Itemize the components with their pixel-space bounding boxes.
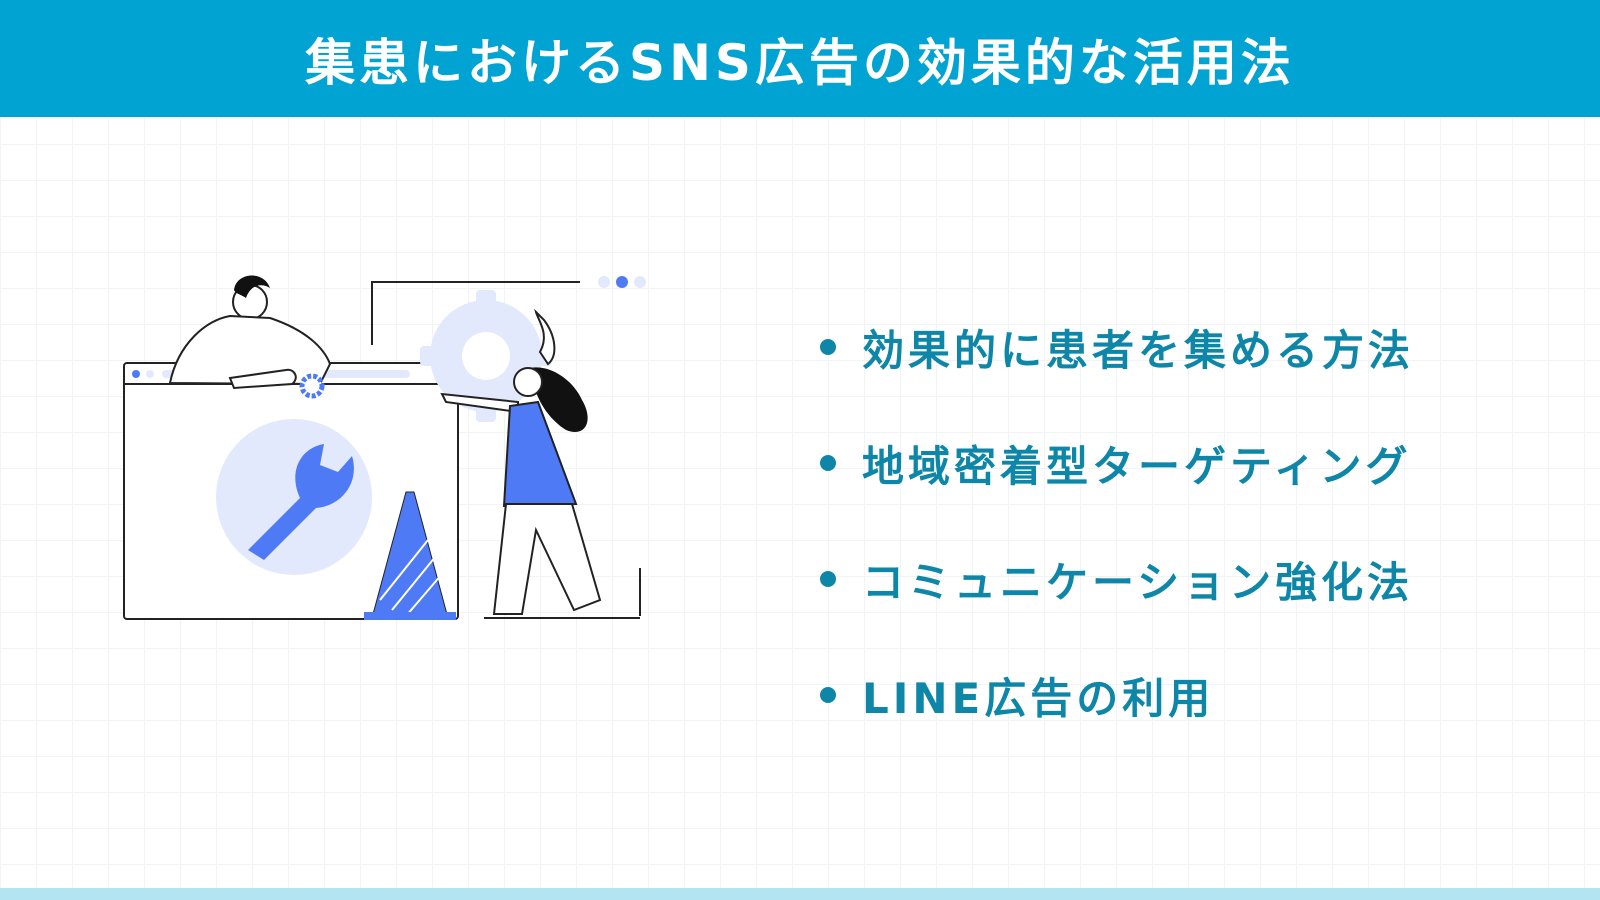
woman-pants: [492, 503, 602, 615]
bullet-text: コミュニケーション強化法: [862, 557, 1414, 607]
man-arm: [228, 368, 297, 390]
bullet-text: 効果的に患者を集める方法: [862, 325, 1415, 375]
wrench-badge: [216, 419, 372, 575]
bullet-dot-icon: [820, 571, 836, 587]
list-item: LINE広告の利用: [820, 660, 1414, 730]
header-bar: 集患におけるSNS広告の効果的な活用法: [0, 0, 1600, 117]
list-item: コミュニケーション強化法: [820, 544, 1414, 614]
connector-dot: [598, 276, 610, 288]
woman-hair: [530, 367, 588, 432]
gear-small-icon: [299, 373, 325, 399]
list-item: 効果的に患者を集める方法: [820, 312, 1414, 382]
bullet-dot-icon: [820, 455, 836, 471]
footer-band: [0, 888, 1600, 900]
bullet-dot-icon: [820, 687, 836, 703]
man-body: [168, 314, 332, 386]
bullet-text: 地域密着型ターゲティング: [862, 441, 1412, 491]
browser-dot: [132, 370, 140, 378]
connector-dot: [616, 276, 628, 288]
woman-top: [502, 400, 578, 508]
wrench-icon: [248, 444, 354, 560]
connector-dot: [634, 276, 646, 288]
page-title: 集患におけるSNS広告の効果的な活用法: [305, 33, 1295, 92]
website-repair-illustration: [123, 275, 646, 620]
woman-head: [513, 367, 543, 397]
connector-line: [371, 281, 580, 345]
woman-arm-up: [534, 308, 556, 366]
bullet-dot-icon: [820, 339, 836, 355]
feature-bullet-list: 効果的に患者を集める方法 地域密着型ターゲティング コミュニケーション強化法 L…: [820, 312, 1414, 776]
list-item: 地域密着型ターゲティング: [820, 428, 1414, 498]
man-hair: [234, 275, 270, 298]
browser-dot: [146, 370, 154, 378]
bullet-text: LINE広告の利用: [862, 673, 1215, 723]
